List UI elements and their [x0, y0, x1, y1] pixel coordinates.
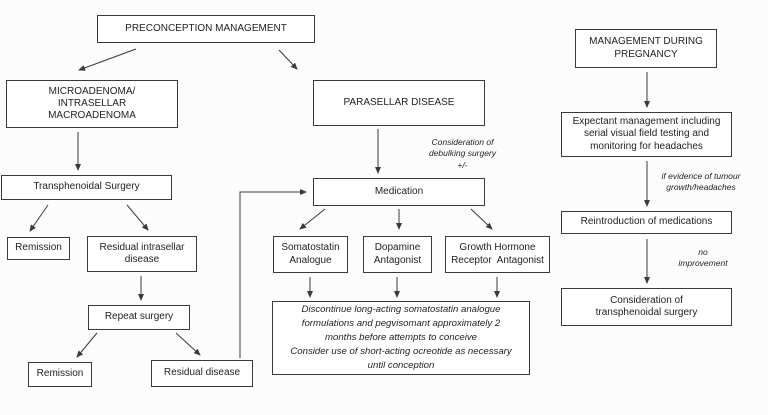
annotation-tumour-growth-headaches: if evidence of tumour growth/headaches — [661, 171, 741, 193]
node-transphenoidal-surgery: Transphenoidal Surgery — [1, 175, 172, 200]
node-consideration-of-transphenoidal-surgery: Consideration of transphenoidal surgery — [561, 288, 732, 326]
arrow-medication-to-somatostatin — [299, 208, 326, 230]
node-microadenoma-intrasellar-macroadenoma: MICROADENOMA/ INTRASELLAR MACROADENOMA — [6, 80, 178, 128]
node-somatostatin-analogue: Somatostatin Analogue — [273, 236, 348, 273]
node-discontinue-medication-note: Discontinue long-acting somatostatin ana… — [272, 301, 530, 375]
node-medication: Medication — [313, 178, 485, 206]
arrow-transphenoidal-to-remission1 — [29, 204, 49, 232]
arrow-medication-to-ghra — [470, 208, 493, 230]
node-dopamine-antagonist: Dopamine Antagonist — [363, 236, 432, 273]
node-preconception-management: PRECONCEPTION MANAGEMENT — [97, 15, 315, 43]
node-growth-hormone-receptor-antagonist: Growth Hormone Receptor Antagonist — [445, 236, 550, 273]
annotation-no-improvement: no improvement — [678, 247, 728, 269]
arrow-preconception-to-microadenoma — [78, 48, 137, 71]
node-reintroduction-of-medications: Reintroduction of medications — [561, 211, 732, 234]
node-residual-disease: Residual disease — [151, 360, 253, 387]
node-residual-intrasellar-disease: Residual intrasellar disease — [87, 236, 197, 272]
arrow-repeat-to-remission2 — [76, 332, 98, 358]
node-expectant-management: Expectant management including serial vi… — [561, 112, 732, 157]
arrow-transphenoidal-to-residual-intrasellar — [126, 204, 149, 231]
node-repeat-surgery: Repeat surgery — [88, 305, 190, 330]
node-management-during-pregnancy: MANAGEMENT DURING PREGNANCY — [575, 29, 717, 68]
arrow-preconception-to-parasellar — [278, 49, 298, 70]
annotation-debulking-surgery: Consideration of debulking surgery +/- — [428, 137, 497, 170]
node-remission-2: Remission — [28, 362, 92, 387]
node-remission-1: Remission — [7, 237, 70, 260]
node-parasellar-disease: PARASELLAR DISEASE — [313, 80, 485, 126]
arrow-repeat-to-residual-disease — [175, 332, 201, 356]
